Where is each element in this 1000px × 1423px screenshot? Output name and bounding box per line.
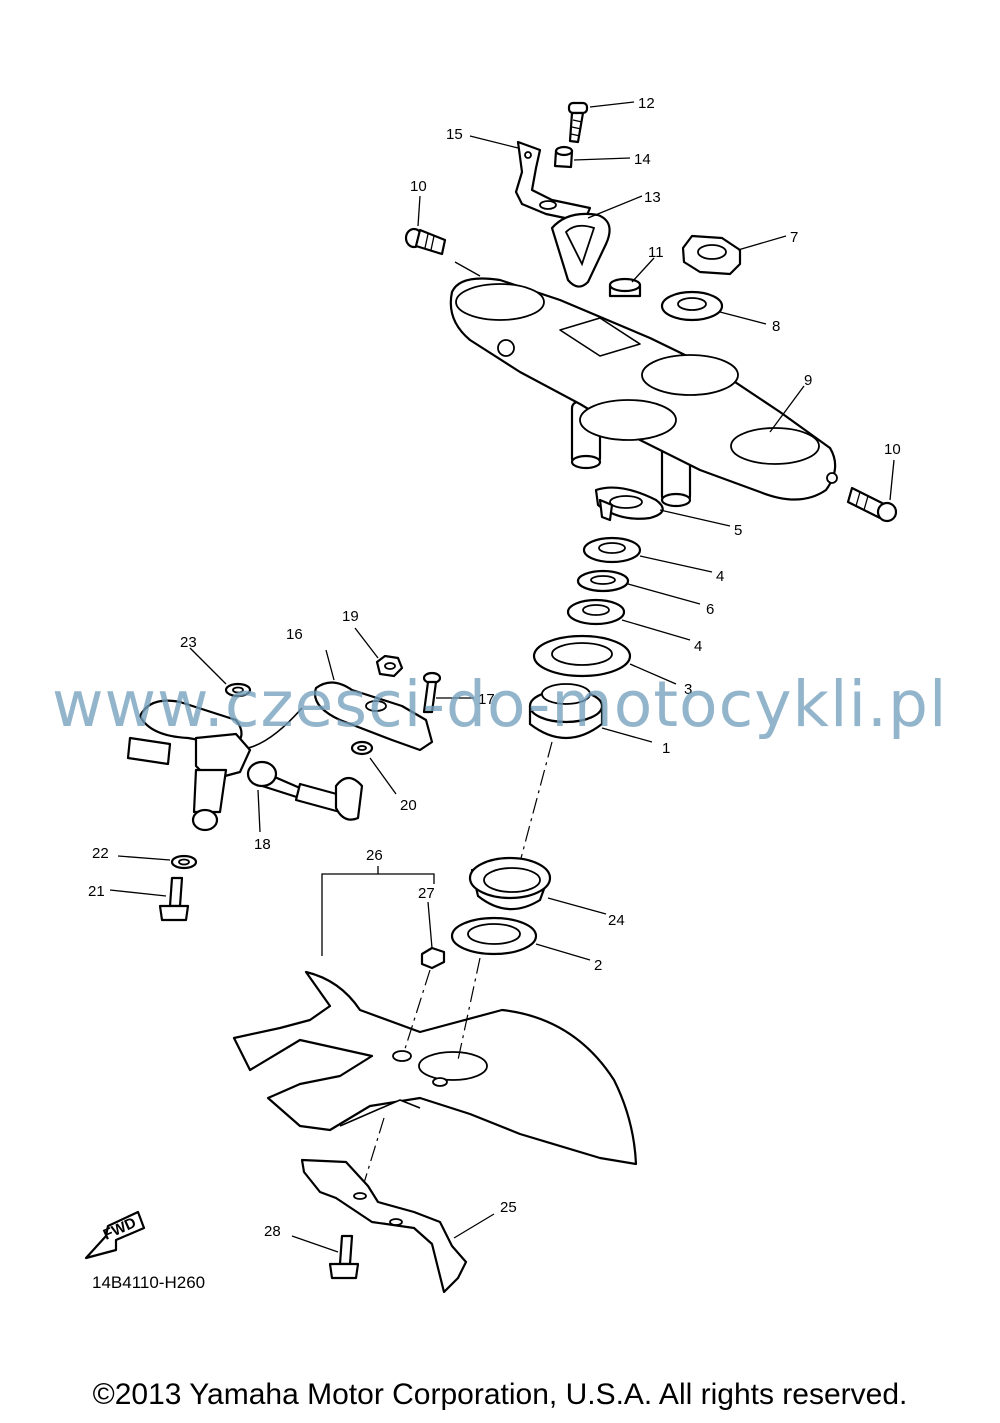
mount-axis-line-1 [457, 957, 481, 1061]
part-9-upper-bracket [449, 277, 838, 508]
callout-3: 3 [684, 681, 692, 698]
callout-10-left: 10 [410, 178, 427, 195]
callout-21: 21 [88, 883, 105, 900]
part-4-ring-nut-lower [566, 598, 626, 626]
part-22-washer [170, 854, 198, 870]
mount-axis-line-2 [403, 969, 431, 1053]
part-24-bearing [468, 856, 552, 911]
part-27-nut [420, 946, 446, 970]
callout-1: 1 [662, 740, 670, 757]
callout-9: 9 [804, 372, 812, 389]
callout-15: 15 [446, 126, 463, 143]
callout-22: 22 [92, 845, 109, 862]
callout-13: 13 [644, 189, 661, 206]
callout-26: 26 [366, 847, 383, 864]
callout-numbers: 1 2 3 4 4 5 6 7 8 9 10 10 11 12 13 14 15… [88, 95, 901, 1240]
callout-10-right: 10 [884, 441, 901, 458]
callout-23: 23 [180, 634, 197, 651]
part-16-bracket [313, 681, 434, 752]
callout-5: 5 [734, 522, 742, 539]
callout-28: 28 [264, 1223, 281, 1240]
callout-16: 16 [286, 626, 303, 643]
part-25-bracket [300, 1158, 468, 1294]
callout-14: 14 [634, 151, 651, 168]
part-7-nut [681, 234, 742, 276]
part-26-cover [232, 970, 638, 1166]
callout-27: 27 [418, 885, 435, 902]
part-19-nut [375, 654, 404, 678]
callout-6: 6 [706, 601, 714, 618]
part-1-bearing [528, 683, 604, 740]
callout-25: 25 [500, 1199, 517, 1216]
part-2-dust-seal [450, 916, 538, 956]
callout-11: 11 [648, 244, 664, 261]
part-5-lock-washer [594, 486, 664, 522]
part-3-dust-seal [532, 634, 632, 678]
part-10-bolt-left [404, 227, 447, 256]
part-10-bolt-right [846, 486, 898, 523]
callout-2: 2 [594, 957, 602, 974]
part-12-bolt [567, 101, 589, 144]
callout-17: 17 [478, 691, 495, 708]
callout-12: 12 [638, 95, 655, 112]
website-watermark: www.czesci-do-motocykli.pl [52, 668, 948, 741]
callout-20: 20 [400, 797, 417, 814]
part-13-cable-guide [550, 212, 611, 288]
callout-4-upper: 4 [716, 568, 724, 585]
callout-18: 18 [254, 836, 271, 853]
steering-axis-line [519, 741, 553, 863]
part-17-bolt [422, 671, 442, 714]
part-4-ring-nut-upper [582, 536, 642, 564]
part-26-group-bracket [321, 866, 435, 956]
callout-8: 8 [772, 318, 780, 335]
callout-7: 7 [790, 229, 798, 246]
callout-24: 24 [608, 912, 625, 929]
leader-lines [109, 101, 895, 1253]
part-18-steering-damper-link [126, 699, 364, 832]
callout-4-lower: 4 [694, 638, 702, 655]
diagram-code: 14B4110-H260 [92, 1273, 206, 1292]
part-23-washer [224, 682, 252, 698]
part-20-washer [350, 740, 374, 756]
part-21-bolt [158, 876, 190, 922]
part-6-washer [576, 569, 630, 593]
part-14-collar [553, 145, 574, 169]
part-11-cap [608, 277, 642, 298]
fwd-arrow-icon: FWD [84, 1210, 146, 1260]
callout-19: 19 [342, 608, 359, 625]
part-15-bracket [514, 140, 592, 224]
part-28-bolt [328, 1234, 360, 1280]
copyright-notice: ©2013 Yamaha Motor Corporation, U.S.A. A… [92, 1378, 908, 1411]
part-8-washer [660, 290, 724, 322]
